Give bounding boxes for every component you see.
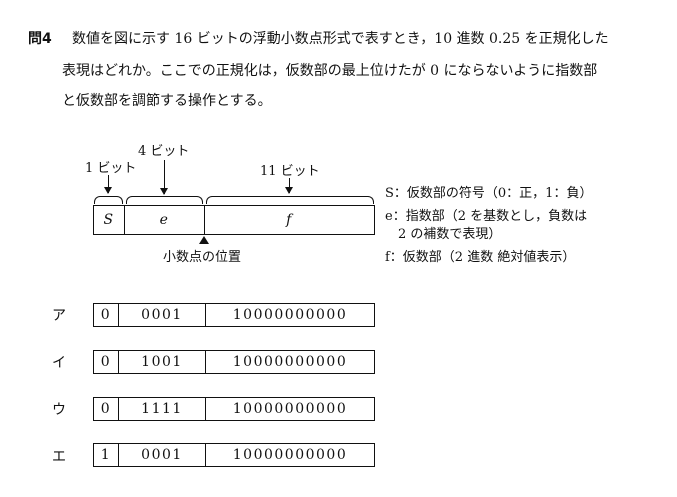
arrow-down-icon xyxy=(104,175,112,194)
legend-exponent: e：指数部（2 を基数とし，負数は xyxy=(385,209,588,224)
fraction-brace xyxy=(206,196,374,204)
exponent-bit-label: 4 ビット xyxy=(138,144,190,159)
legend-fraction: f：仮数部（2 進数 絶対値表示） xyxy=(385,250,576,265)
option-sign: 1 xyxy=(93,443,119,467)
legend-sign: S：仮数部の符号（0：正，1：負） xyxy=(385,186,593,201)
option-label: ウ xyxy=(52,402,66,418)
option-label: エ xyxy=(52,449,66,465)
question-line-3: と仮数部を調節する操作とする。 xyxy=(62,93,272,109)
question-line-1: 数値を図に示す 16 ビットの浮動小数点形式で表すとき，10 進数 0.25 を… xyxy=(72,31,609,47)
sign-field: S xyxy=(93,205,125,235)
option-fraction: 10000000000 xyxy=(205,443,375,467)
sign-bit-label: 1 ビット xyxy=(85,161,137,176)
exponent-brace xyxy=(126,196,203,204)
option-sign: 0 xyxy=(93,303,119,327)
point-position-label: 小数点の位置 xyxy=(163,250,242,265)
fraction-bit-label: 11 ビット xyxy=(260,164,320,179)
sign-brace xyxy=(94,196,123,204)
exponent-field: e xyxy=(124,205,205,235)
option-exponent: 1111 xyxy=(118,397,206,421)
option-fraction: 10000000000 xyxy=(205,350,375,374)
fraction-field: f xyxy=(204,205,375,235)
option-fraction: 10000000000 xyxy=(205,397,375,421)
arrow-down-icon xyxy=(160,160,168,195)
option-fraction: 10000000000 xyxy=(205,303,375,327)
option-label: イ xyxy=(52,355,66,371)
option-sign: 0 xyxy=(93,397,119,421)
legend-exponent-cont: 2 の補数で表現） xyxy=(398,227,502,242)
option-exponent: 0001 xyxy=(118,303,206,327)
option-exponent: 0001 xyxy=(118,443,206,467)
option-exponent: 1001 xyxy=(118,350,206,374)
question-number: 問4 xyxy=(28,31,52,47)
arrow-down-icon xyxy=(285,178,293,194)
option-sign: 0 xyxy=(93,350,119,374)
option-label: ア xyxy=(52,308,66,324)
triangle-up-icon xyxy=(199,236,209,244)
question-line-2: 表現はどれか。ここでの正規化は，仮数部の最上位けたが 0 にならないように指数部 xyxy=(62,63,598,79)
